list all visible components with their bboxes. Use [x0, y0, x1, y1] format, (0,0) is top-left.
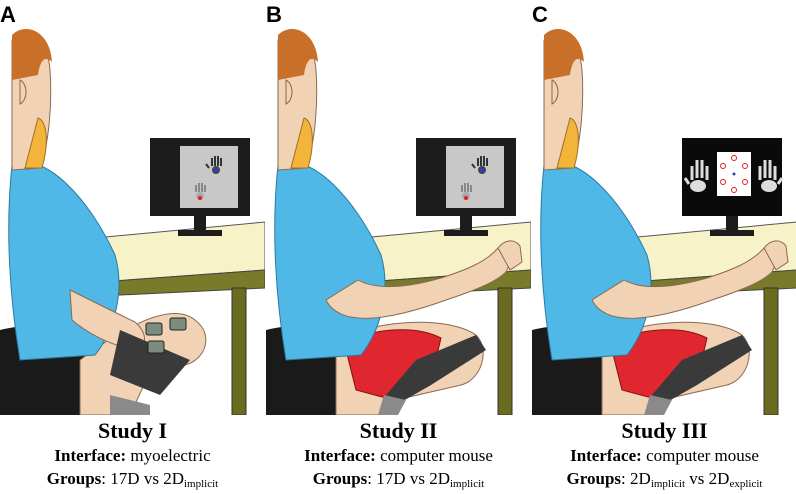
scene-illustration-study-1 — [0, 29, 265, 415]
interface-label: Interface: — [54, 446, 127, 465]
arm — [591, 240, 789, 319]
group-3: 2Dexplicit — [708, 469, 763, 490]
electrode-sleeve — [644, 335, 752, 415]
person-head — [277, 29, 318, 171]
groups-label: Groups — [566, 469, 622, 488]
caption: Study III Interface: computer mouse Grou… — [532, 418, 796, 490]
group-2: 2Dimplicit — [163, 469, 219, 490]
groups-label: Groups — [46, 469, 102, 488]
group-3-base: 2D — [708, 469, 730, 488]
study-title: Study III — [621, 418, 708, 443]
panel-study-2: B Study II Interface: computer mouse Gro… — [266, 0, 531, 494]
monitor-icon — [150, 138, 250, 236]
vs-text: vs — [143, 469, 159, 488]
interface-value: computer mouse — [646, 446, 759, 465]
panel-study-3: C Study III Interface: computer mouse Gr… — [532, 0, 796, 494]
groups-sep: : — [101, 469, 107, 488]
group-2-base: 2D — [429, 469, 450, 488]
study-title: Study II — [359, 418, 438, 443]
interface-label: Interface: — [570, 446, 642, 465]
monitor-icon — [416, 138, 516, 236]
group-2-base: 2D — [630, 469, 651, 488]
arm — [325, 240, 523, 319]
groups-sep: : — [367, 469, 373, 488]
groups-line: Groups: 2Dimplicit vs 2Dexplicit — [532, 467, 796, 490]
groups-sep: : — [621, 469, 626, 488]
group-2: 2Dimplicit — [429, 469, 485, 490]
group-2-sub: implicit — [650, 478, 686, 490]
caption: Study II Interface: computer mouse Group… — [266, 418, 531, 490]
electrode-sleeve — [110, 317, 190, 415]
group-2-sub: implicit — [183, 478, 219, 490]
torso — [540, 161, 652, 361]
electrode-sleeve — [378, 335, 486, 415]
interface-line: Interface: myoelectric — [0, 444, 265, 467]
person-head — [543, 29, 584, 171]
vs-text: vs — [689, 469, 705, 488]
groups-line: Groups: 17D vs 2Dimplicit — [0, 467, 265, 490]
table — [94, 221, 265, 415]
hand-icon — [683, 160, 709, 192]
group-1: 17D — [110, 469, 140, 488]
group-3-sub: explicit — [729, 478, 763, 490]
groups-label: Groups — [312, 469, 368, 488]
group-2-sub: implicit — [449, 478, 485, 490]
interface-value: computer mouse — [380, 446, 493, 465]
hand-icon — [461, 183, 472, 200]
panel-study-1: A Study I Interface: myoelectric Groups:… — [0, 0, 265, 494]
person-head — [11, 29, 52, 171]
interface-value: myoelectric — [130, 446, 211, 465]
group-1: 17D — [376, 469, 406, 488]
panel-letter: A — [0, 2, 16, 27]
group-2-base: 2D — [163, 469, 184, 488]
groups-line: Groups: 17D vs 2Dimplicit — [266, 467, 531, 490]
hand-icon — [758, 160, 784, 192]
panel-letter: C — [532, 2, 548, 27]
torso — [274, 161, 386, 361]
monitor-icon — [682, 138, 784, 236]
interface-label: Interface: — [304, 446, 376, 465]
study-title: Study I — [97, 418, 168, 443]
scene-illustration-study-3 — [532, 29, 796, 415]
hand-icon — [195, 183, 206, 200]
scene-illustration-study-2 — [266, 29, 531, 415]
panel-letter: B — [266, 2, 282, 27]
hand-icon — [471, 156, 488, 174]
group-2: 2Dimplicit — [630, 469, 686, 490]
caption: Study I Interface: myoelectric Groups: 1… — [0, 418, 265, 490]
target-ring — [720, 155, 748, 193]
interface-line: Interface: computer mouse — [532, 444, 796, 467]
vs-text: vs — [409, 469, 425, 488]
interface-line: Interface: computer mouse — [266, 444, 531, 467]
hand-icon — [205, 156, 222, 174]
